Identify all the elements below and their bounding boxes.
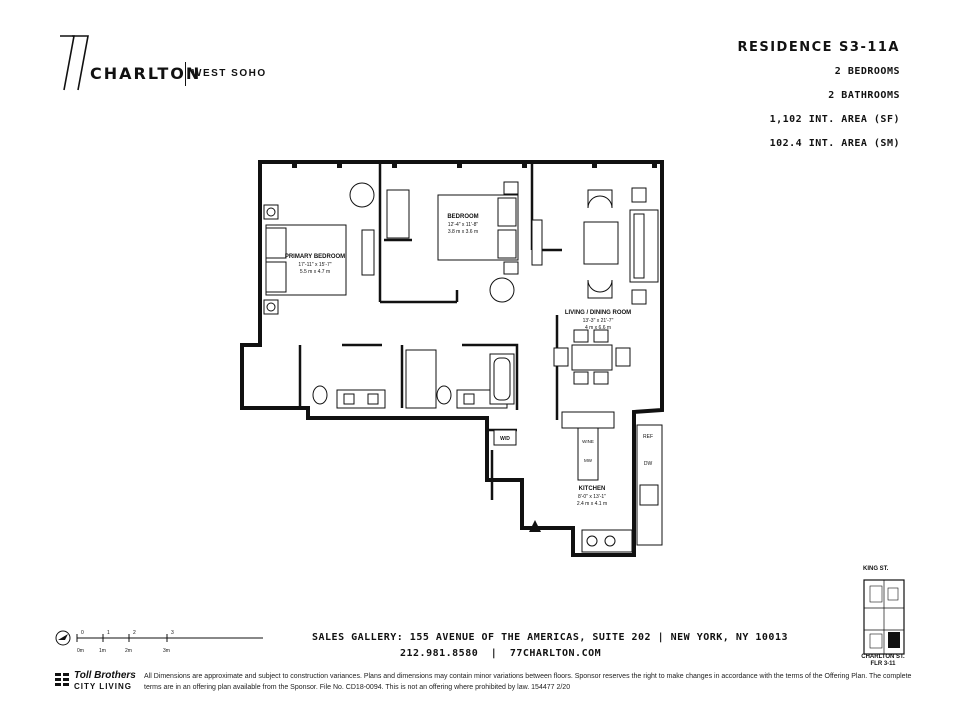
floor-plan: PRIMARY BEDROOM 17'-11" x 15'-7" 5.5 m x… — [240, 160, 664, 557]
exterior-walls — [240, 160, 664, 557]
scale-bar: 0 1 2 3 0m 1m 2m 3m — [55, 630, 263, 654]
contact-separator: | — [490, 648, 498, 659]
contact-line: 212.981.8580 | 77CHARLTON.COM — [400, 648, 601, 659]
phone-number[interactable]: 212.981.8580 — [400, 648, 479, 659]
north-arrow-icon — [55, 630, 71, 646]
dims-primary-bedroom: 17'-11" x 15'-7" — [298, 262, 331, 268]
label-primary-bedroom: PRIMARY BEDROOM — [285, 254, 345, 260]
kitchen-fixtures — [561, 411, 663, 553]
label-ref: REF — [643, 434, 653, 440]
interior-walls — [298, 164, 562, 500]
label-kitchen: KITCHEN — [579, 486, 606, 492]
living-furniture — [553, 187, 659, 385]
key-plan-street-top: KING ST. — [863, 566, 889, 572]
window-mullions — [292, 160, 657, 168]
metric-kitchen: 2.4 m x 4.1 m — [577, 501, 607, 507]
spec-area-sm: 102.4 INT. AREA (SM) — [769, 138, 900, 149]
svg-text:2: 2 — [133, 630, 136, 636]
dims-bedroom: 12'-4" x 11'-8" — [448, 222, 479, 228]
developer-sub: CITY LIVING — [74, 682, 132, 691]
metric-bedroom: 3.8 m x 3.6 m — [448, 229, 478, 235]
entry-arrow-icon — [529, 520, 541, 532]
primary-bed — [263, 182, 375, 315]
metric-living: 4 m x 6.6 m — [585, 325, 611, 331]
residence-title: RESIDENCE S3-11A — [737, 40, 900, 55]
label-wd: W/D — [500, 436, 510, 442]
label-bedroom: BEDROOM — [447, 214, 478, 220]
spec-area-sf: 1,102 INT. AREA (SF) — [769, 114, 900, 125]
label-living: LIVING / DINING ROOM — [565, 310, 631, 316]
website-link[interactable]: 77CHARLTON.COM — [509, 648, 602, 659]
key-plan-street-bottom: CHARLTON ST. FLR 3-11 — [861, 654, 905, 667]
bedroom-bed — [386, 181, 543, 303]
metric-primary-bedroom: 5.5 m x 4.7 m — [300, 269, 330, 275]
svg-text:3m: 3m — [163, 648, 170, 654]
toll-brothers-logo-icon — [55, 673, 69, 686]
label-dw: DW — [644, 461, 653, 467]
svg-text:1: 1 — [107, 630, 110, 636]
svg-text:0m: 0m — [77, 648, 84, 654]
77-numeral-logo-icon — [60, 35, 89, 91]
brand-name: CHARLTON — [90, 64, 202, 83]
dims-kitchen: 8'-0" x 13'-1" — [578, 494, 606, 500]
brand-divider — [185, 62, 186, 86]
dims-living: 13'-3" x 21'-7" — [583, 318, 614, 324]
developer-name: Toll Brothers — [74, 670, 136, 681]
spec-bathrooms: 2 BATHROOMS — [828, 90, 900, 101]
legal-disclaimer: All Dimensions are approximate and subje… — [144, 673, 912, 691]
label-mw: MW — [584, 458, 593, 463]
svg-text:2m: 2m — [125, 648, 132, 654]
svg-text:3: 3 — [171, 630, 174, 636]
sales-gallery-address: SALES GALLERY: 155 AVENUE OF THE AMERICA… — [312, 632, 788, 643]
label-wine: WINE — [582, 439, 594, 444]
room-labels: PRIMARY BEDROOM 17'-11" x 15'-7" 5.5 m x… — [285, 214, 653, 507]
bath-fixtures — [312, 349, 517, 446]
svg-text:0: 0 — [81, 630, 84, 636]
svg-text:1m: 1m — [99, 648, 106, 654]
key-plan — [863, 579, 905, 655]
spec-bedrooms: 2 BEDROOMS — [834, 66, 900, 77]
brand-location: WEST SOHO — [192, 68, 267, 79]
